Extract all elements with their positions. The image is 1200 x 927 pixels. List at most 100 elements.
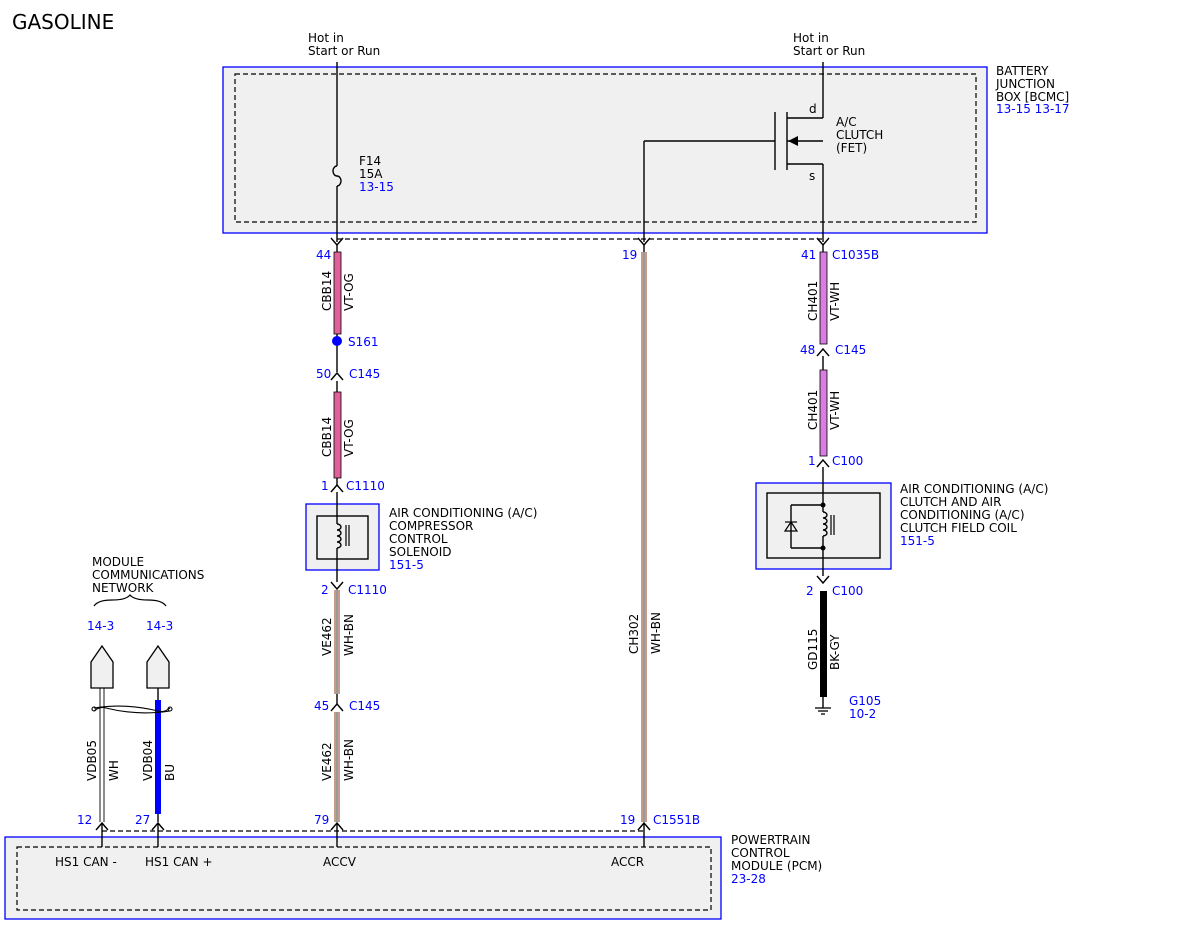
wire3-circuit: VE462 [320, 617, 334, 656]
fet-source: s [809, 169, 815, 183]
solenoid-label-4: SOLENOID [389, 545, 452, 559]
connector-c1110-a: C1110 [346, 479, 385, 493]
wire6-circuit: CH401 [806, 281, 820, 321]
wire5-circuit: CH302 [627, 614, 641, 654]
connector-c100-b: C100 [832, 584, 863, 598]
pcm-label-3: MODULE (PCM) [731, 859, 822, 873]
pin-19-bottom: 19 [620, 813, 635, 827]
wire2-circuit: CBB14 [320, 417, 334, 457]
wire-cbb14-upper [333, 251, 342, 335]
pin-1-clutch: 1 [808, 454, 816, 468]
splice-label: S161 [348, 335, 379, 349]
twisted-pair-icon [91, 705, 173, 714]
clutch-label-2: CLUTCH AND AIR [900, 495, 1001, 509]
network-arrow-left-icon [90, 644, 114, 689]
pin-27: 27 [135, 813, 150, 827]
clutch-label-3: CONDITIONING (A/C) [900, 508, 1025, 522]
connector-c145-a: C145 [349, 367, 380, 381]
solenoid-component [305, 492, 380, 582]
pcm-pin-hs1-can-minus: HS1 CAN - [55, 855, 117, 869]
wire9-color: WH [107, 760, 121, 781]
pcm-pin-accr: ACCR [611, 855, 644, 869]
wire-ve462-upper [334, 590, 340, 694]
wire-ch302 [641, 252, 647, 822]
wire-ch401-upper [819, 251, 828, 345]
wire4-color: WH-BN [342, 739, 356, 781]
wire2-color: VT-OG [342, 419, 356, 457]
fet-transistor-icon [643, 62, 824, 242]
network-label-3: NETWORK [92, 581, 155, 595]
fet-label-3: (FET) [836, 141, 867, 155]
pin-19-top: 19 [622, 248, 637, 262]
network-label-1: MODULE [92, 555, 144, 569]
coil-icon [336, 523, 342, 549]
pin-45: 45 [314, 699, 329, 713]
brace-icon [93, 594, 167, 607]
fuse-name: F14 [359, 154, 381, 168]
solenoid-label-2: COMPRESSOR [389, 519, 473, 533]
pin-2-solenoid: 2 [321, 583, 329, 597]
wire3-color: WH-BN [342, 614, 356, 656]
solenoid-label-1: AIR CONDITIONING (A/C) [389, 506, 537, 520]
wire-ch401-lower [819, 369, 828, 457]
pcm-label-1: POWERTRAIN [731, 833, 811, 847]
wire6-color: VT-WH [828, 282, 842, 321]
battery-junction-box [222, 66, 988, 234]
powertrain-control-module [4, 836, 722, 920]
hot-label-1a: Hot in [308, 31, 344, 45]
wire7-circuit: CH401 [806, 390, 820, 430]
fet-label-2: CLUTCH [836, 128, 883, 142]
solenoid-ref: 151-5 [389, 558, 424, 572]
connector-c145-b: C145 [349, 699, 380, 713]
hot-label-2b: Start or Run [793, 44, 865, 58]
wire-gd115 [820, 591, 827, 697]
pcm-ref: 23-28 [731, 872, 766, 886]
page-title: GASOLINE [12, 10, 114, 34]
hot-label-1b: Start or Run [308, 44, 380, 58]
pcm-pin-hs1-can-plus: HS1 CAN + [145, 855, 213, 869]
pin-41: 41 [801, 248, 816, 262]
pin-79: 79 [314, 813, 329, 827]
network-arrow-right-icon [146, 644, 170, 689]
wire8-color: BK-GY [828, 634, 842, 670]
bjb-label-2: JUNCTION [995, 77, 1055, 91]
pin-2-clutch: 2 [806, 584, 814, 598]
clutch-coil-icon [822, 511, 828, 537]
diode-icon [783, 520, 799, 532]
wire-vdb04 [155, 700, 161, 814]
network-label-2: COMMUNICATIONS [92, 568, 204, 582]
clutch-component [755, 467, 892, 576]
pin-12: 12 [77, 813, 92, 827]
pin-50: 50 [316, 367, 331, 381]
ground-icon [815, 707, 831, 715]
fet-drain: d [809, 102, 817, 116]
fet-label-1: A/C [836, 115, 857, 129]
ground-ref: 10-2 [849, 707, 876, 721]
network-ref-left: 14-3 [87, 619, 114, 633]
connector-marks [95, 237, 830, 831]
connector-c1110-b: C1110 [348, 583, 387, 597]
pcm-label-2: CONTROL [731, 846, 790, 860]
pin-1-solenoid: 1 [321, 479, 329, 493]
connector-c100-a: C100 [832, 454, 863, 468]
bjb-label-3: BOX [BCMC] [996, 90, 1069, 104]
ground-name: G105 [849, 694, 881, 708]
connector-c145-c: C145 [835, 343, 866, 357]
hot-label-2a: Hot in [793, 31, 829, 45]
fuse-icon [332, 165, 342, 187]
wire7-color: VT-WH [828, 391, 842, 430]
clutch-label-4: CLUTCH FIELD COIL [900, 521, 1017, 535]
wire-cbb14-lower [333, 391, 342, 479]
bjb-label-1: BATTERY [996, 64, 1049, 78]
wire8-circuit: GD115 [806, 629, 820, 670]
fuse-rating: 15A [359, 167, 383, 181]
wire10-color: BU [163, 764, 177, 781]
wire10-circuit: VDB04 [141, 740, 155, 781]
fuse-ref: 13-15 [359, 180, 394, 194]
pcm-pin-accv: ACCV [323, 855, 357, 869]
wire9-circuit: VDB05 [85, 740, 99, 781]
wire-ve462-lower [334, 712, 340, 822]
splice-dot-icon [332, 336, 342, 346]
clutch-ref: 151-5 [900, 534, 935, 548]
